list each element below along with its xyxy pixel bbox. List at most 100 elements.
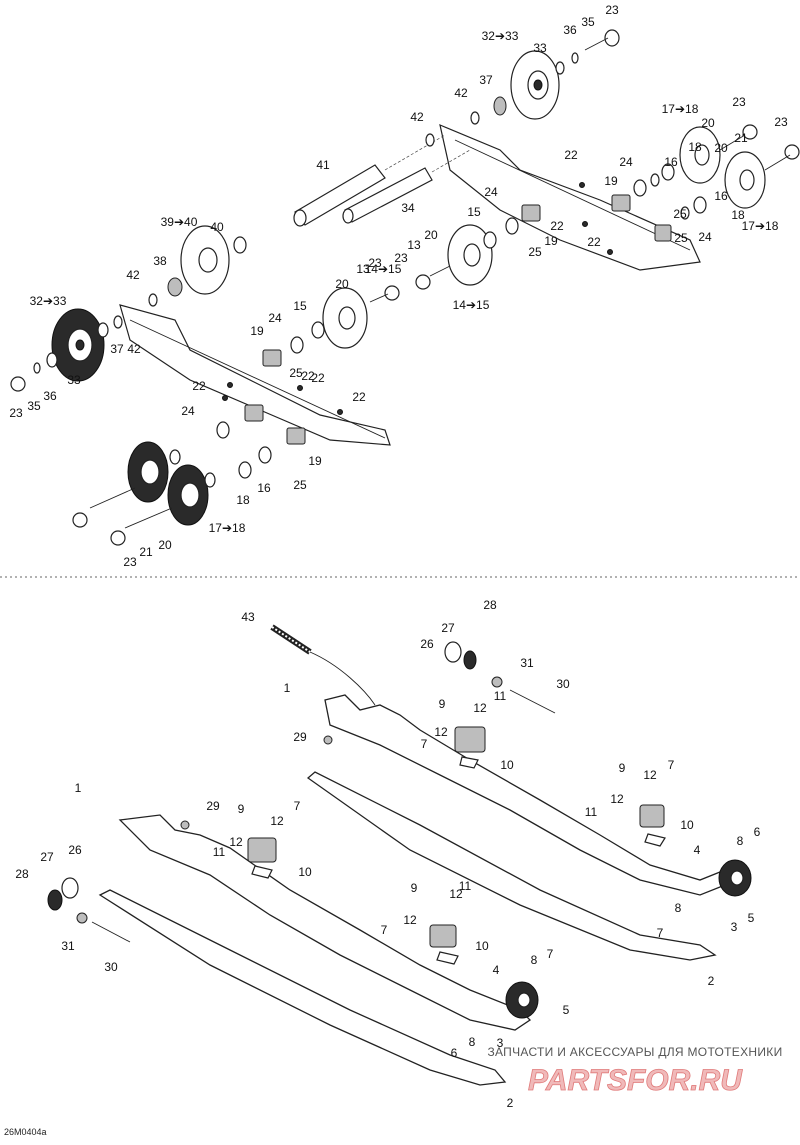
callout-label: 24: [181, 404, 195, 418]
callout-label: 22: [352, 390, 366, 404]
callout-label: 28: [15, 867, 29, 881]
callout-label: 6: [451, 1046, 458, 1060]
callout-label: 10: [680, 818, 694, 832]
callout-label: 32➔33: [30, 294, 67, 308]
cap-23-upper: [604, 29, 620, 47]
callout-label: 42: [126, 268, 140, 282]
callout-label: 22: [311, 371, 325, 385]
callout-label: 36: [563, 23, 577, 37]
end-wheel-5-right: [718, 859, 752, 897]
callout-label: 12: [270, 814, 284, 828]
plate-27-right: [463, 650, 477, 670]
bottom-assembly: [47, 624, 752, 1086]
cap-23-c: [415, 274, 431, 290]
spacer-16-a: [650, 173, 660, 187]
callout-label: 12: [434, 725, 448, 739]
washer-35-left: [33, 362, 41, 374]
callout-label: 12: [403, 913, 417, 927]
callout-label: 15: [467, 205, 481, 219]
wheel-40: [180, 225, 230, 295]
callout-label: 20: [158, 538, 172, 552]
ring-26-left: [61, 877, 79, 899]
callout-label: 31: [520, 656, 534, 670]
callout-label: 18: [731, 208, 745, 222]
bolt-22-c: [607, 249, 613, 255]
washer-36-left: [46, 352, 58, 368]
callout-label: 4: [694, 843, 701, 857]
bracket-19-f: [286, 427, 306, 445]
washer-31-left: [76, 912, 88, 924]
wheel-15-center-upper: [447, 224, 493, 286]
bolt-22-f: [297, 385, 303, 391]
wheel-15-center-lower: [322, 287, 368, 349]
slide-rail-1-right: [324, 694, 726, 896]
callout-label: 29: [293, 730, 307, 744]
callout-label: 19: [544, 234, 558, 248]
callout-label: 39➔40: [161, 215, 198, 229]
nut-29-right: [323, 735, 333, 745]
callout-label: 14➔15: [365, 262, 402, 276]
callout-label: 36: [43, 389, 57, 403]
washer-36-upper: [555, 61, 565, 75]
callout-label: 24: [484, 185, 498, 199]
callout-label: 24: [698, 230, 712, 244]
callout-label: 9: [411, 881, 418, 895]
callout-label: 23: [368, 256, 382, 270]
callout-label: 17➔18: [209, 521, 246, 535]
bolt-22-e: [222, 395, 228, 401]
callout-label: 32➔33: [482, 29, 519, 43]
watermark-tagline: ЗАПЧАСТИ И АКСЕССУАРЫ ДЛЯ МОТОТЕХНИКИ: [487, 1045, 782, 1059]
top-assembly: [10, 29, 800, 546]
washer-24-c: [290, 336, 304, 354]
callout-label: 22: [564, 148, 578, 162]
callout-label: 20: [701, 116, 715, 130]
bolt-22-b: [582, 221, 588, 227]
callout-label: 12: [473, 701, 487, 715]
bearing-18-a: [661, 163, 675, 181]
callout-label: 40: [210, 220, 224, 234]
callout-label: 16: [714, 189, 728, 203]
callout-label: 21: [734, 131, 748, 145]
callout-label: 8: [737, 834, 744, 848]
diagram-code: 26M0404a: [4, 1127, 47, 1137]
callout-label: 12: [449, 887, 463, 901]
callout-label: 33: [533, 41, 547, 55]
callout-label: 25: [673, 207, 687, 221]
callout-label: 2: [507, 1096, 514, 1110]
callout-label: 7: [381, 923, 388, 937]
washer-42-upper: [470, 111, 480, 125]
callout-label: 27: [40, 850, 54, 864]
callout-label: 22: [192, 379, 206, 393]
callout-label: 38: [153, 254, 167, 268]
callout-label: 10: [500, 758, 514, 772]
bearing-15-b: [311, 321, 325, 339]
callout-label: 9: [238, 802, 245, 816]
wheel-18-lower-left-b: [167, 464, 209, 526]
block-9-right-b: [639, 804, 665, 828]
callout-label: 17➔18: [662, 102, 699, 116]
callout-label: 19: [604, 174, 618, 188]
spacer-38: [167, 277, 183, 297]
wheel-18-upper-right-b: [724, 151, 766, 209]
callout-label: 7: [668, 758, 675, 772]
callout-label: 25: [293, 478, 307, 492]
callout-label: 30: [104, 960, 118, 974]
callout-label: 20: [714, 141, 728, 155]
callout-label: 19: [250, 324, 264, 338]
slider-10-left-a: [251, 865, 273, 879]
slider-10-right-b: [644, 833, 666, 847]
callout-label: 34: [401, 201, 415, 215]
cap-23-e: [72, 512, 88, 528]
callout-label: 7: [657, 926, 664, 940]
callout-label: 3: [731, 920, 738, 934]
shaft-41: [293, 164, 386, 227]
washer-35-upper: [571, 52, 579, 64]
callout-label: 20: [335, 277, 349, 291]
cap-23-left: [10, 376, 26, 392]
callout-label: 20: [424, 228, 438, 242]
bracket-19-b: [654, 224, 672, 242]
slide-runner-2-right: [306, 771, 717, 961]
callout-label: 42: [127, 342, 141, 356]
